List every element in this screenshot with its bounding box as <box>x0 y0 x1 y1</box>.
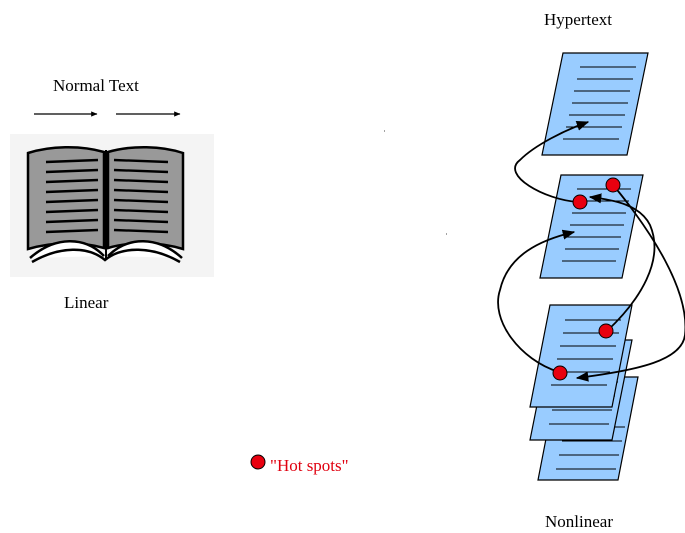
hot-spot <box>552 365 568 381</box>
linear-label: Linear <box>64 293 109 312</box>
open-book-icon <box>10 134 214 277</box>
hypertext-label: Hypertext <box>544 10 612 29</box>
hot-spots <box>552 177 621 381</box>
hyperlink-arrows <box>497 120 685 382</box>
hot-spot <box>605 177 621 193</box>
nonlinear-label: Nonlinear <box>545 512 613 531</box>
hypertext-page-middle <box>539 174 644 279</box>
hot-spot <box>598 323 614 339</box>
hypertext-page-top <box>541 52 649 156</box>
hypertext-page-stack <box>529 304 639 481</box>
normal-text-label: Normal Text <box>53 76 139 95</box>
hot-spot-legend-icon <box>250 454 266 470</box>
hot-spot <box>572 194 588 210</box>
hot-spots-legend-label: "Hot spots" <box>270 456 349 475</box>
